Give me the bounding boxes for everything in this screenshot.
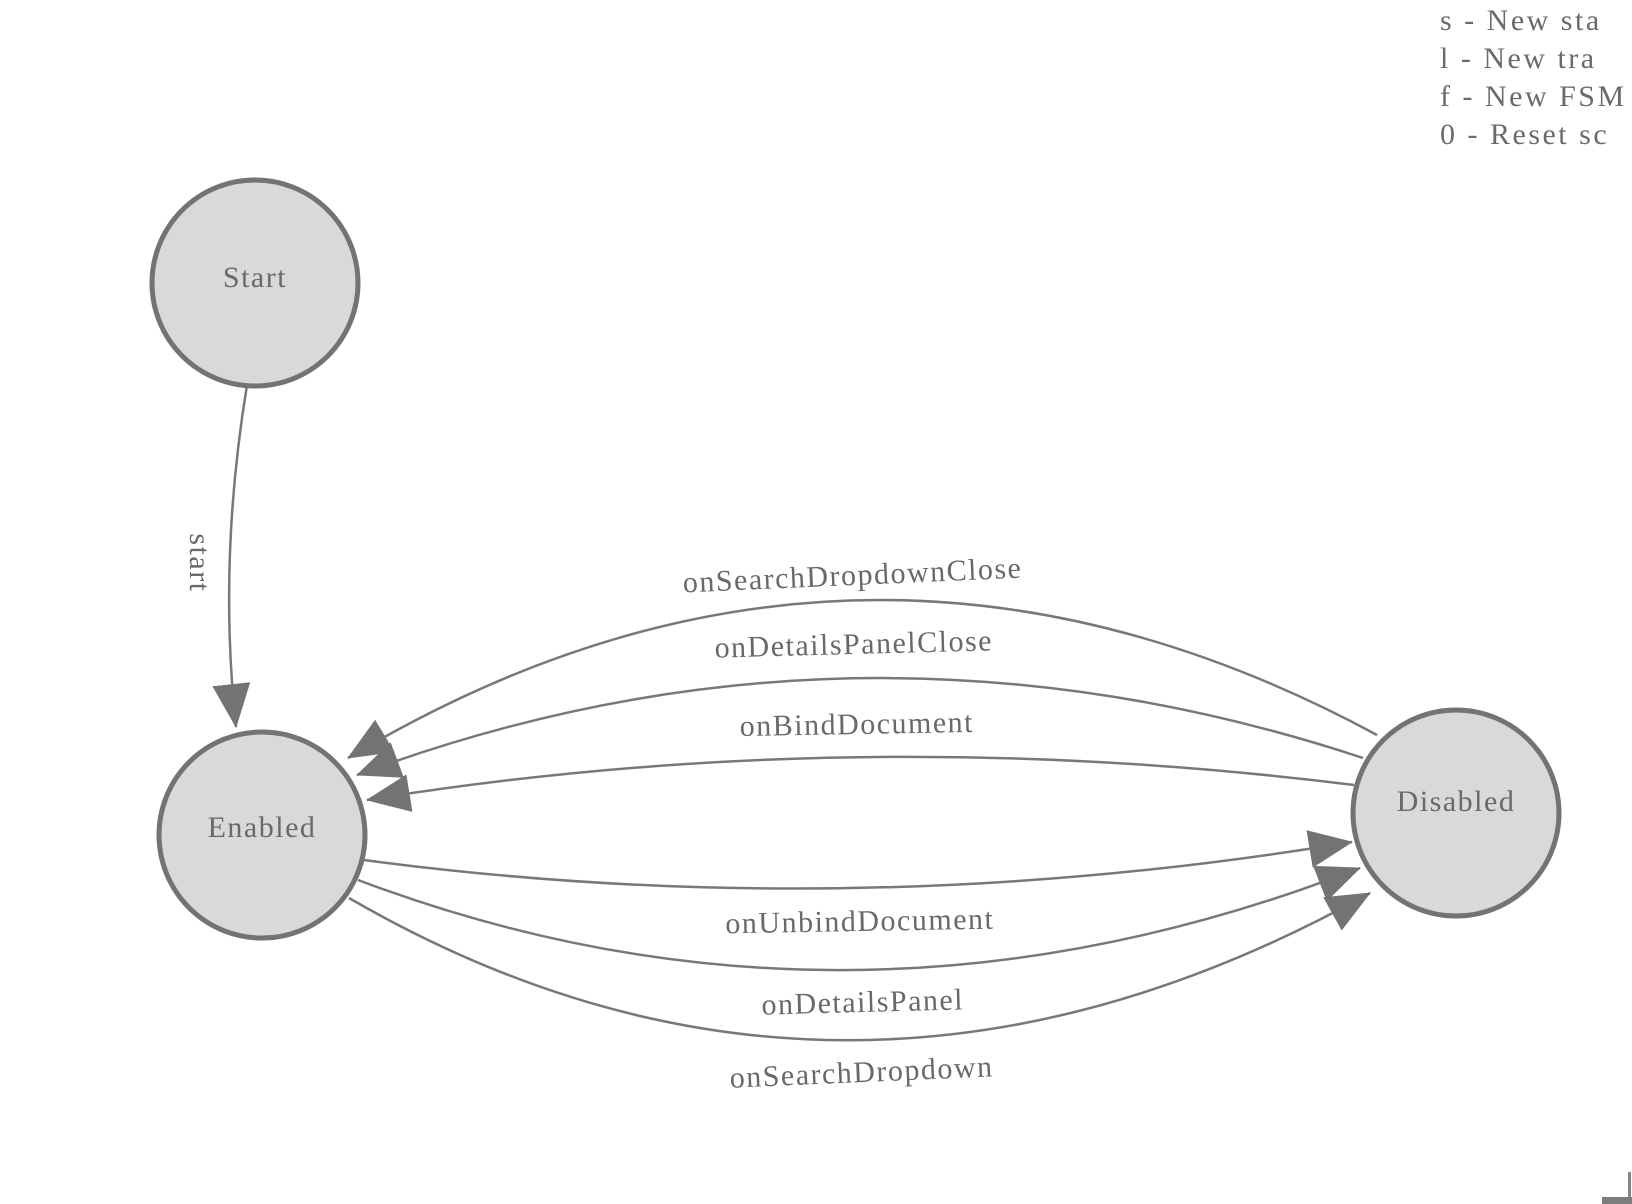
clipped-corner-vertical-edge — [1628, 1172, 1631, 1204]
state-label-disabled: Disabled — [1397, 785, 1516, 818]
state-node-enabled[interactable] — [156, 729, 368, 941]
state-node-start[interactable] — [149, 177, 361, 389]
edge-onSearchDropdownClose[interactable] — [347, 598, 1378, 760]
legend-line-reset: 0 - Reset sc — [1440, 118, 1610, 151]
edge-start[interactable] — [212, 384, 251, 728]
edge-onDetailsPanel[interactable] — [357, 865, 1361, 972]
edge-label-onUnbindDocument[interactable]: onUnbindDocument — [725, 903, 995, 941]
state-label-start: Start — [223, 261, 287, 294]
shortcut-legend: s - New sta l - New tra f - New FSM 0 - … — [1440, 2, 1627, 154]
edge-onUnbindDocument[interactable] — [363, 830, 1353, 890]
legend-line-new-state: s - New sta — [1440, 4, 1602, 37]
legend-line-new-transition: l - New tra — [1440, 42, 1597, 75]
legend-line-new-fsm: f - New FSM — [1440, 80, 1627, 113]
edge-onBindDocument[interactable] — [366, 755, 1355, 812]
edge-label-onBindDocument[interactable]: onBindDocument — [739, 706, 974, 743]
edge-onDetailsPanelClose[interactable] — [356, 676, 1364, 778]
edge-label-onSearchDropdown[interactable]: onSearchDropdown — [729, 1050, 994, 1094]
state-node-disabled[interactable] — [1350, 707, 1562, 919]
edge-label-onDetailsPanelClose[interactable]: onDetailsPanelClose — [714, 624, 993, 664]
clipped-corner-horizontal-edge — [1602, 1197, 1632, 1204]
state-label-enabled: Enabled — [208, 811, 317, 844]
edge-label-start[interactable]: start — [183, 533, 216, 592]
edge-onSearchDropdown[interactable] — [348, 891, 1371, 1042]
edge-label-onSearchDropdownClose[interactable]: onSearchDropdownClose — [682, 552, 1023, 600]
edge-label-onDetailsPanel[interactable]: onDetailsPanel — [761, 983, 964, 1021]
